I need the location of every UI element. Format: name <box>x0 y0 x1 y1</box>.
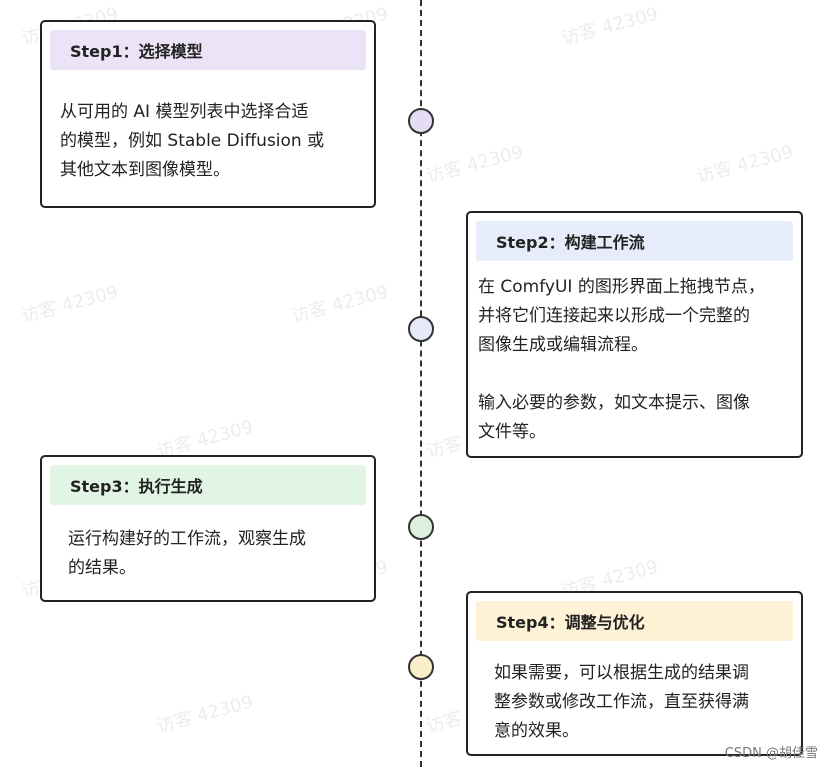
step3-card: Step3：执行生成 运行构建好的工作流，观察生成 的结果。 <box>40 455 376 602</box>
step4-card: Step4：调整与优化 如果需要，可以根据生成的结果调 整参数或修改工作流，直至… <box>466 591 803 756</box>
step4-line: 整参数或修改工作流，直至获得满 <box>494 692 749 712</box>
step1-card: Step1：选择模型 从可用的 AI 模型列表中选择合适 的模型，例如 Stab… <box>40 20 376 208</box>
step2-header: Step2：构建工作流 <box>476 221 793 261</box>
step1-line: 的模型，例如 Stable Diffusion 或 <box>60 131 325 151</box>
step3-line: 的结果。 <box>68 558 136 578</box>
timeline-line <box>420 0 422 767</box>
watermark: 访客 42309 <box>694 141 796 188</box>
csdn-attribution: CSDN @胡佳雪 <box>724 746 818 761</box>
step1-line: 其他文本到图像模型。 <box>60 160 230 180</box>
watermark: 访客 42309 <box>559 3 661 50</box>
step1-title: Step1：选择模型 <box>70 42 203 61</box>
watermark: 访客 42309 <box>424 141 526 188</box>
step3-header: Step3：执行生成 <box>50 465 366 505</box>
step2-body: 在 ComfyUI 的图形界面上拖拽节点， 并将它们连接起来以形成一个完整的 图… <box>478 273 765 447</box>
step4-title: Step4：调整与优化 <box>496 613 645 632</box>
timeline-node-step1 <box>408 108 434 134</box>
step2-line: 文件等。 <box>478 422 546 442</box>
step1-body: 从可用的 AI 模型列表中选择合适 的模型，例如 Stable Diffusio… <box>60 98 324 185</box>
step2-title: Step2：构建工作流 <box>496 233 645 252</box>
watermark: 访客 42309 <box>154 691 256 738</box>
step1-line: 从可用的 AI 模型列表中选择合适 <box>60 102 309 122</box>
step3-body: 运行构建好的工作流，观察生成 的结果。 <box>68 525 306 583</box>
step2-line: 图像生成或编辑流程。 <box>478 335 648 355</box>
timeline-node-step3 <box>408 514 434 540</box>
step2-card: Step2：构建工作流 在 ComfyUI 的图形界面上拖拽节点， 并将它们连接… <box>466 211 803 458</box>
step1-header: Step1：选择模型 <box>50 30 366 70</box>
step3-line: 运行构建好的工作流，观察生成 <box>68 529 306 549</box>
timeline-node-step4 <box>408 654 434 680</box>
watermark: 访客 42309 <box>19 281 121 328</box>
step3-title: Step3：执行生成 <box>70 477 203 496</box>
step4-header: Step4：调整与优化 <box>476 601 793 641</box>
step4-line: 意的效果。 <box>494 721 579 741</box>
step2-line: 在 ComfyUI 的图形界面上拖拽节点， <box>478 277 765 297</box>
watermark: 访客 42309 <box>289 281 391 328</box>
step4-line: 如果需要，可以根据生成的结果调 <box>494 663 749 683</box>
step2-line: 并将它们连接起来以形成一个完整的 <box>478 306 750 326</box>
timeline-node-step2 <box>408 316 434 342</box>
step2-line: 输入必要的参数，如文本提示、图像 <box>478 393 750 413</box>
paragraph-spacer <box>478 360 765 389</box>
step4-body: 如果需要，可以根据生成的结果调 整参数或修改工作流，直至获得满 意的效果。 <box>494 659 749 746</box>
